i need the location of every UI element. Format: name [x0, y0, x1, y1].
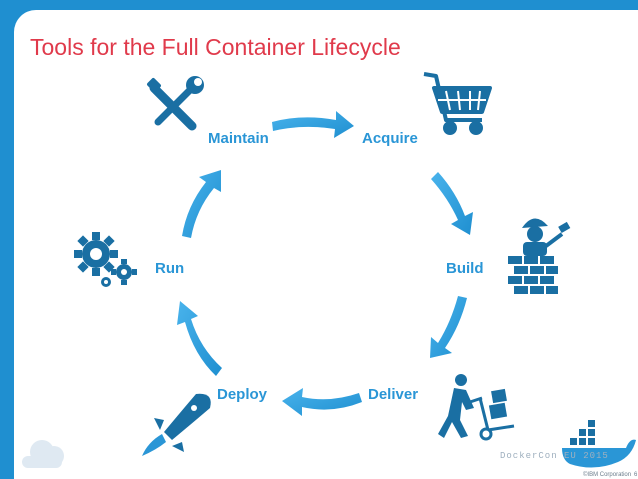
- stage-label-deliver: Deliver: [368, 386, 419, 403]
- stage-label-build: Build: [446, 260, 484, 277]
- arrow-maintain-to-acquire: [272, 111, 354, 138]
- lifecycle-diagram: [22, 72, 636, 468]
- slide: Tools for the Full Container Lifecycle M…: [14, 10, 638, 479]
- page-number: 6: [634, 472, 638, 478]
- stage-label-maintain: Maintain: [208, 130, 269, 147]
- brick-wall: [508, 256, 558, 294]
- stage-label-acquire: Acquire: [362, 130, 418, 147]
- stage-label-deploy: Deploy: [217, 386, 268, 403]
- stage-label-run: Run: [155, 260, 185, 277]
- arrow-build-to-deliver: [430, 296, 467, 358]
- cycle-arrows: [177, 111, 473, 416]
- arrow-run-to-maintain: [182, 170, 221, 238]
- slide-title: Tools for the Full Container Lifecycle: [30, 34, 401, 60]
- conference-watermark: DockerCon EU 2015: [500, 451, 609, 461]
- hand-truck-delivery-icon: [438, 374, 515, 441]
- gears-icon: [74, 232, 137, 287]
- shopping-cart-icon: [423, 72, 492, 135]
- docker-whale-icon: [562, 420, 636, 468]
- arrow-acquire-to-build: [431, 172, 473, 235]
- cloud-logo: [22, 440, 64, 468]
- arrow-deploy-to-run: [177, 301, 222, 376]
- rocket-icon: [142, 393, 211, 456]
- arrow-deliver-to-deploy: [282, 388, 362, 416]
- builder-brick-wall-icon: [508, 218, 571, 294]
- copyright-text: ©IBM Corporation: [583, 472, 632, 478]
- tools-icon: [147, 76, 204, 131]
